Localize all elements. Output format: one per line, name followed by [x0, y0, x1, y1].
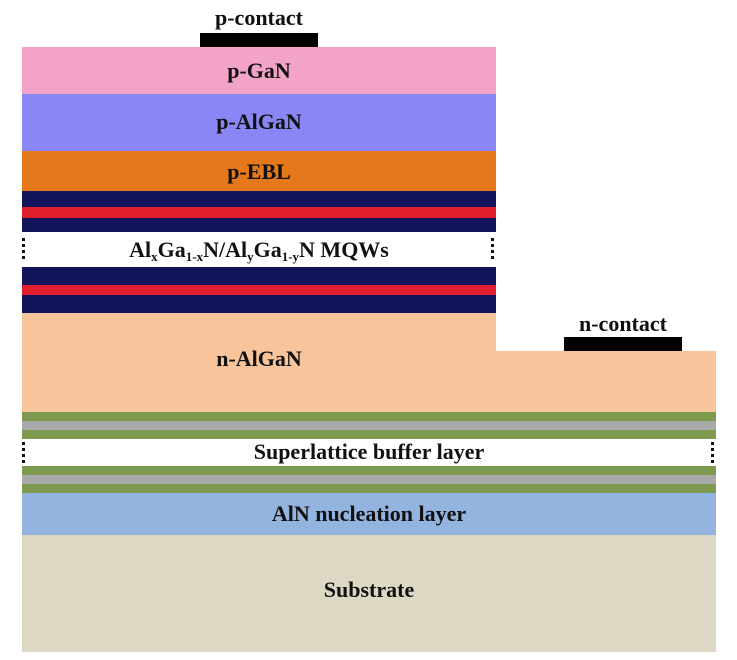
mqw-label: AlxGa1-xN/AlyGa1-yN MQWs: [129, 237, 389, 264]
n-contact-pad: [564, 337, 682, 351]
sl-green-2: [22, 430, 716, 439]
substrate-label: Substrate: [323, 577, 415, 602]
sl-left-ellipsis: [22, 442, 25, 466]
p-contact-label: p-contact: [215, 5, 303, 30]
p-algan-layer: p-AlGaN: [22, 94, 496, 151]
mqw-barrier-upper-1: [22, 191, 496, 207]
p-ebl-layer: p-EBL: [22, 151, 496, 191]
p-algan-label: p-AlGaN: [216, 109, 302, 134]
superlattice-label: Superlattice buffer layer: [253, 439, 485, 464]
mqw-barrier-upper-2: [22, 218, 496, 232]
sl-green-4: [22, 484, 716, 493]
p-ebl-label: p-EBL: [227, 159, 291, 184]
mqw-well-lower: [22, 285, 496, 295]
sl-green-1: [22, 412, 716, 421]
mqw-right-ellipsis: [491, 238, 494, 262]
p-gan-label: p-GaN: [227, 58, 291, 83]
mqw-barrier-lower-1: [22, 267, 496, 285]
p-contact-pad: [200, 33, 318, 47]
substrate-layer: Substrate: [22, 535, 716, 652]
sl-gray-1: [22, 421, 716, 430]
mqw-barrier-lower-2: [22, 295, 496, 313]
n-contact-label: n-contact: [579, 311, 667, 336]
aln-label: AlN nucleation layer: [271, 501, 467, 526]
n-algan-layer: [22, 351, 716, 412]
sl-right-ellipsis: [711, 442, 714, 466]
sl-gray-2: [22, 475, 716, 484]
n-algan-layer-upper: [22, 313, 496, 352]
mqw-well-upper: [22, 207, 496, 218]
n-algan-label: n-AlGaN: [216, 346, 302, 371]
aln-layer: AlN nucleation layer: [22, 493, 716, 535]
sl-green-3: [22, 466, 716, 475]
p-gan-layer: p-GaN: [22, 47, 496, 94]
mqw-left-ellipsis: [22, 238, 25, 262]
